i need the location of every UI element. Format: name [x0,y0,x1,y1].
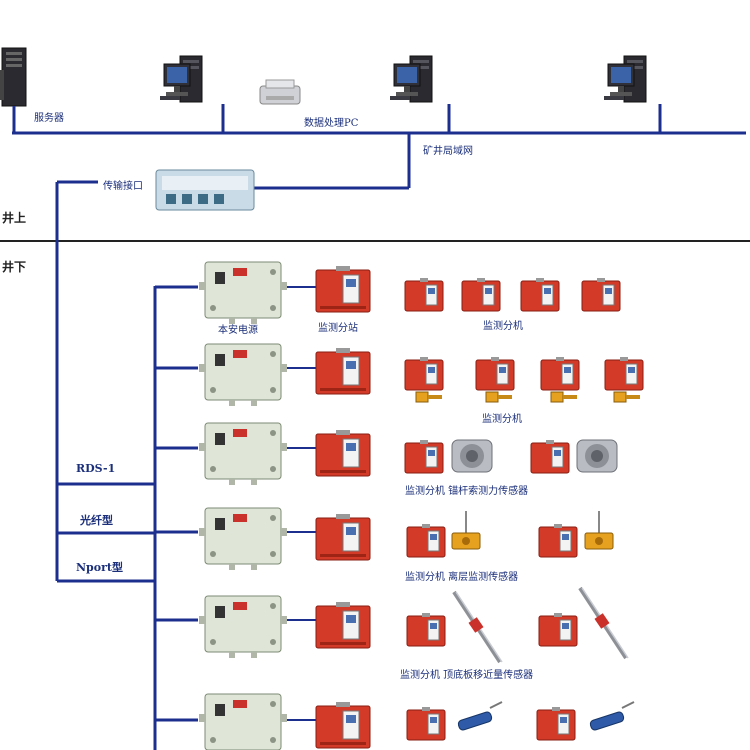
power-supply-box-icon [198,595,288,659]
monitoring-unit-icon [406,612,446,647]
power-supply-box-icon [198,343,288,407]
monitoring-unit-icon [404,277,444,312]
valve-sensor-icon [485,391,513,403]
mine-lan-label: 矿井局域网 [423,144,473,157]
load-cell-sensor-icon [576,439,618,473]
fiber-label: 光纤型 [79,513,113,527]
server-tower-icon [0,47,27,107]
monitoring-unit-icon [406,706,446,741]
server-label: 服务器 [34,111,64,124]
transmission-interface-icon [155,169,255,211]
rod-sensor-icon [588,701,635,733]
row2-monitor-label: 监测分机 [482,412,522,425]
rds-label: RDS-1 [76,462,115,475]
power-supply-box-icon [198,693,288,750]
displacement-sensor-icon [578,586,630,660]
monitoring-unit-icon [538,612,578,647]
separation-sensor-icon [584,510,614,550]
transmission-label: 传输接口 [103,179,143,192]
monitoring-unit-icon [530,439,570,474]
substation-icon [315,701,371,749]
monitoring-unit-icon [475,356,515,391]
monitoring-unit-icon [604,356,644,391]
monitoring-unit-icon [538,523,578,558]
printer-icon [259,79,301,105]
displacement-sensor-icon [452,590,504,664]
surface-label: 井上 [2,210,26,225]
valve-sensor-icon [550,391,578,403]
monitoring-unit-icon [581,277,621,312]
monitoring-unit-icon [404,439,444,474]
monitoring-unit-icon [540,356,580,391]
substation-label: 监测分站 [318,321,358,334]
row5-caption: 监测分机 顶底板移近量传感器 [400,668,533,681]
rod-sensor-icon [456,701,503,733]
power-supply-box-icon [198,507,288,571]
valve-sensor-icon [613,391,641,403]
separation-sensor-icon [451,510,481,550]
desktop-pc-icon [389,55,433,103]
substation-icon [315,601,371,649]
monitoring-unit-icon [520,277,560,312]
monitoring-unit-icon [536,706,576,741]
data-pc-label: 数据处理PC [304,116,359,129]
power-label: 本安电源 [218,323,258,336]
desktop-pc-icon [603,55,647,103]
monitoring-unit-icon [406,523,446,558]
row4-caption: 监测分机 离层监测传感器 [405,570,518,583]
row3-caption: 监测分机 锚杆索测力传感器 [405,484,528,497]
row1-monitor-label: 监测分机 [483,319,523,332]
substation-icon [315,429,371,477]
load-cell-sensor-icon [451,439,493,473]
substation-icon [315,513,371,561]
monitoring-unit-icon [404,356,444,391]
substation-icon [315,265,371,313]
power-supply-box-icon [198,261,288,325]
substation-icon [315,347,371,395]
desktop-pc-icon [159,55,203,103]
underground-label: 井下 [2,259,26,274]
valve-sensor-icon [415,391,443,403]
nport-label: Nport型 [76,560,123,574]
monitoring-unit-icon [461,277,501,312]
power-supply-box-icon [198,422,288,486]
